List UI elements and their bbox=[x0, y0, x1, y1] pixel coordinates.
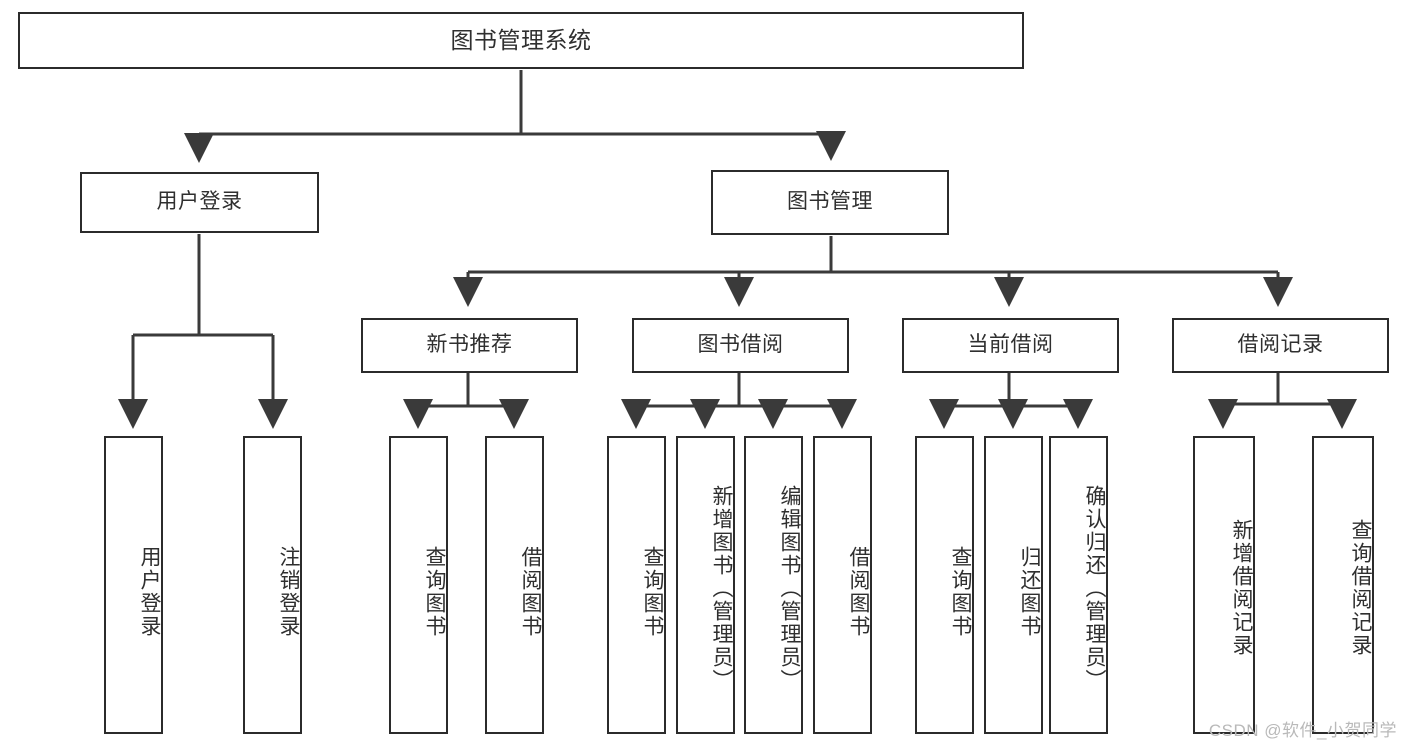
node-leaf-query-book-2-label: 查询图书 bbox=[641, 546, 664, 638]
node-leaf-return-book[interactable]: 归还图书 bbox=[984, 436, 1043, 734]
node-leaf-query-record-label: 查询借阅记录 bbox=[1349, 519, 1372, 657]
node-leaf-user-login-label: 用户登录 bbox=[138, 546, 161, 638]
node-current-borrow[interactable]: 当前借阅 bbox=[902, 318, 1119, 373]
node-leaf-user-login[interactable]: 用户登录 bbox=[104, 436, 163, 734]
node-book-manage[interactable]: 图书管理 bbox=[711, 170, 949, 235]
node-user-login[interactable]: 用户登录 bbox=[80, 172, 319, 233]
node-book-manage-label: 图书管理 bbox=[787, 190, 873, 214]
node-root-label: 图书管理系统 bbox=[450, 26, 592, 53]
node-root[interactable]: 图书管理系统 bbox=[18, 12, 1024, 69]
node-leaf-user-logout[interactable]: 注销登录 bbox=[243, 436, 302, 734]
node-leaf-borrow-book-1-label: 借阅图书 bbox=[519, 546, 542, 638]
node-leaf-query-book-2[interactable]: 查询图书 bbox=[607, 436, 666, 734]
node-borrow-record[interactable]: 借阅记录 bbox=[1172, 318, 1389, 373]
node-current-borrow-label: 当前借阅 bbox=[967, 333, 1054, 357]
node-leaf-query-book-1[interactable]: 查询图书 bbox=[389, 436, 448, 734]
node-leaf-confirm-return-label: 确认归还（管理员） bbox=[1083, 484, 1106, 692]
node-user-login-label: 用户登录 bbox=[156, 190, 243, 214]
node-leaf-return-book-label: 归还图书 bbox=[1018, 546, 1041, 638]
node-leaf-add-record-label: 新增借阅记录 bbox=[1230, 519, 1253, 657]
node-leaf-add-book[interactable]: 新增图书（管理员） bbox=[676, 436, 735, 734]
node-leaf-confirm-return[interactable]: 确认归还（管理员） bbox=[1049, 436, 1108, 734]
node-book-borrow-label: 图书借阅 bbox=[697, 333, 784, 357]
node-new-book-recommend[interactable]: 新书推荐 bbox=[361, 318, 578, 373]
node-borrow-record-label: 借阅记录 bbox=[1237, 333, 1324, 357]
node-leaf-query-book-3-label: 查询图书 bbox=[949, 546, 972, 638]
node-leaf-query-record[interactable]: 查询借阅记录 bbox=[1312, 436, 1374, 734]
node-leaf-query-book-1-label: 查询图书 bbox=[423, 546, 446, 638]
node-leaf-edit-book-label: 编辑图书（管理员） bbox=[778, 484, 801, 692]
node-new-book-recommend-label: 新书推荐 bbox=[426, 333, 513, 357]
node-leaf-borrow-book-2[interactable]: 借阅图书 bbox=[813, 436, 872, 734]
node-leaf-add-record[interactable]: 新增借阅记录 bbox=[1193, 436, 1255, 734]
node-book-borrow[interactable]: 图书借阅 bbox=[632, 318, 849, 373]
node-leaf-borrow-book-2-label: 借阅图书 bbox=[847, 546, 870, 638]
node-leaf-borrow-book-1[interactable]: 借阅图书 bbox=[485, 436, 544, 734]
node-leaf-user-logout-label: 注销登录 bbox=[277, 546, 300, 638]
node-leaf-edit-book[interactable]: 编辑图书（管理员） bbox=[744, 436, 803, 734]
node-leaf-query-book-3[interactable]: 查询图书 bbox=[915, 436, 974, 734]
node-leaf-add-book-label: 新增图书（管理员） bbox=[710, 484, 733, 692]
